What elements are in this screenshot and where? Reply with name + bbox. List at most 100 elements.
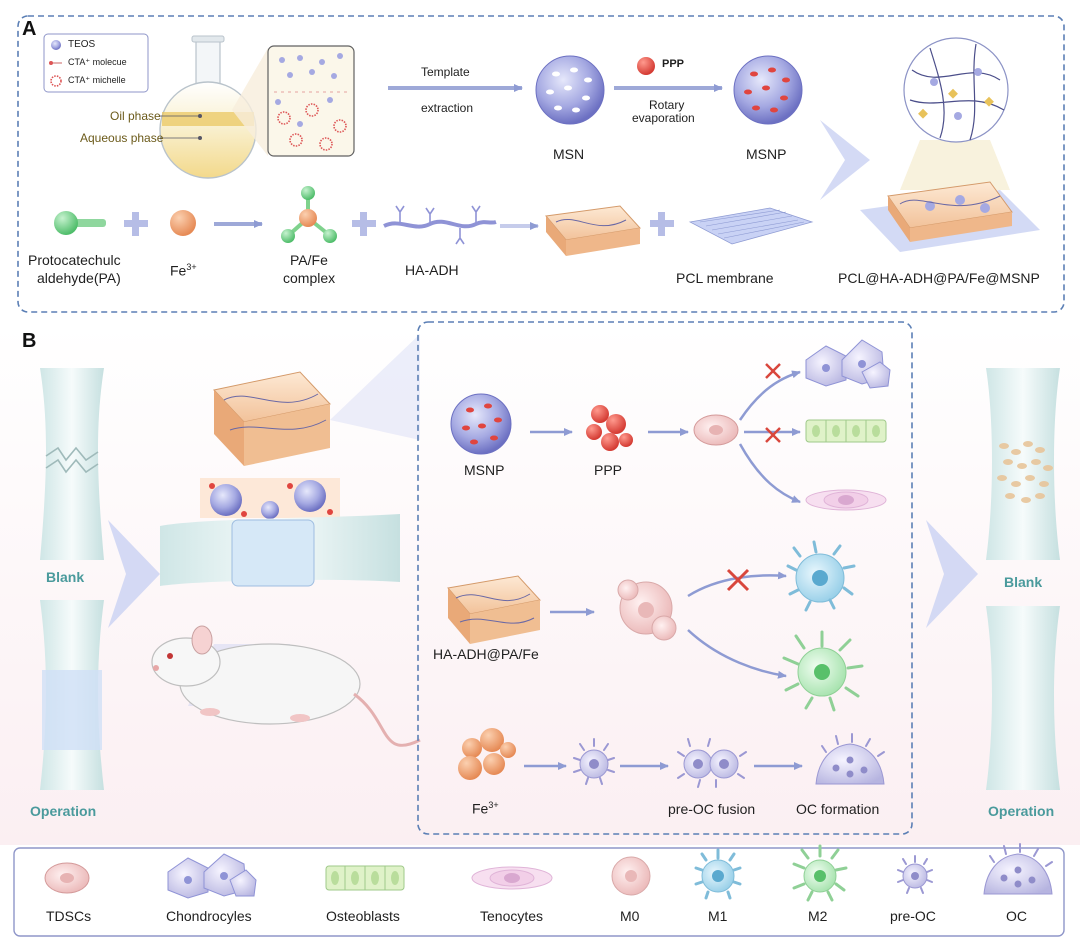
oil-phase-label: Oil phase: [110, 109, 161, 123]
panel-b-letter: B: [22, 330, 37, 352]
mech-fe-label: Fe3+: [472, 800, 499, 817]
key-teos-label: TEOS: [68, 39, 96, 50]
oc-formation-label: OC formation: [796, 801, 880, 817]
mech-chondrocytes: [805, 339, 891, 389]
left-tendon-blank: [40, 368, 104, 560]
teos-sphere-icon: [51, 40, 61, 50]
right-tendon-blank: [986, 368, 1060, 560]
tdsc-cell-icon: [44, 862, 90, 894]
aqueous-phase-label: Aqueous phase: [80, 131, 164, 145]
key-cta-michelle-label: CTA⁺ michelle: [68, 75, 126, 85]
preoc-fusion-label: pre-OC fusion: [668, 801, 756, 817]
mech-tenocytes: [805, 489, 887, 511]
pre-oc-cell-icon: [897, 855, 933, 894]
msnp-label: MSNP: [746, 146, 787, 162]
m1-cell-icon: [694, 848, 742, 900]
right-flow-chevron: [926, 520, 978, 628]
mech-tdsc-cell: [693, 414, 739, 446]
plus-sign: [124, 212, 148, 236]
mech-msnp-particle: [450, 393, 512, 455]
chondrocyte-cell-icon: [167, 853, 257, 899]
msn-label: MSN: [553, 146, 585, 162]
osteoblast-cell-icon: [325, 865, 405, 891]
cta-molecule-icon: [49, 61, 62, 65]
converge-arrow: [820, 120, 870, 200]
arrow-m0-m2: [687, 629, 787, 679]
left-blank-label: Blank: [46, 569, 85, 585]
pa-label-line1: Protocatechulc: [28, 252, 121, 268]
pafe-label-line2: complex: [283, 270, 336, 286]
network-zoom-sphere: [900, 37, 1010, 190]
right-operation-label: Operation: [988, 803, 1055, 819]
legend-m2-label: M2: [808, 908, 828, 924]
pafe-complex-icon: [281, 186, 337, 243]
extraction-label: extraction: [421, 101, 474, 115]
pafe-label-line1: PA/Fe: [290, 252, 328, 268]
rotary-label: Rotary: [649, 98, 685, 112]
round-bottom-flask: [159, 35, 257, 179]
right-blank-label: Blank: [1004, 574, 1043, 590]
pa-label-line2: aldehyde(PA): [37, 270, 121, 286]
key-cta-molecule-label: CTA⁺ molecue: [68, 57, 127, 67]
mech-m1-cell: [786, 540, 856, 612]
panel-a-key-box: [43, 33, 149, 93]
fe3-ion-icon: [170, 210, 196, 236]
emulsion-contents: [274, 53, 350, 151]
m2-cell-icon: [792, 844, 848, 902]
ha-adh-chain-icon: [383, 205, 497, 245]
final-composite-scaffold: [860, 181, 1040, 252]
zoom-fan: [330, 334, 420, 440]
pa-molecule-icon: [54, 211, 106, 235]
mech-pre-oc-cell: [573, 738, 615, 785]
flask-zoom-beam: [232, 48, 268, 156]
scaffold-wrap-illustration: [160, 371, 400, 587]
panel-b-background: [0, 325, 1080, 845]
inhibit-x-icon: [726, 568, 750, 592]
legend-osteoblasts-label: Osteoblasts: [326, 908, 400, 924]
oc-cell-icon: [983, 843, 1053, 895]
inhibit-x-icon: [765, 363, 781, 379]
legend-pre-oc-label: pre-OC: [890, 908, 936, 924]
arrow-tdsc-chondrocytes: [738, 370, 801, 421]
mech-ppp-label: PPP: [594, 462, 623, 478]
mech-ppp-cluster: [586, 405, 633, 451]
left-flow-chevron: [108, 520, 160, 628]
legend-box: [13, 847, 1065, 937]
final-scaffold-label: PCL@HA-ADH@PA/Fe@MSNP: [838, 270, 1040, 286]
mech-msnp-label: MSNP: [464, 462, 505, 478]
ppp-particle: [637, 57, 655, 75]
template-label: Template: [421, 65, 470, 79]
pcl-membrane-icon: [688, 207, 814, 245]
ppp-label: PPP: [662, 58, 685, 70]
legend-tenocytes-label: Tenocytes: [480, 908, 544, 924]
fe-label: Fe3+: [170, 262, 197, 279]
mech-hydrogel-label: HA-ADH@PA/Fe: [433, 646, 539, 662]
ha-adh-label: HA-ADH: [405, 262, 459, 278]
cta-michelle-icon: [50, 75, 62, 87]
tenocyte-cell-icon: [471, 866, 553, 890]
msn-particle: [535, 55, 605, 125]
hydrogel-block-icon: [545, 205, 641, 256]
legend-oc-label: OC: [1006, 908, 1027, 924]
m0-cell-icon: [611, 856, 651, 896]
left-tendon-operation: [40, 600, 104, 790]
mechanism-frame: [417, 321, 913, 835]
mech-hydrogel-block: [447, 575, 541, 644]
legend-chondrocytes-label: Chondrocyles: [166, 908, 252, 924]
mech-osteoblasts: [805, 419, 887, 443]
left-operation-label: Operation: [30, 803, 97, 819]
legend-m1-label: M1: [708, 908, 728, 924]
legend-tdscs-label: TDSCs: [46, 908, 92, 924]
arrow-tdsc-tenocytes: [738, 443, 801, 504]
inhibit-x-icon: [765, 427, 781, 443]
pcl-membrane-label: PCL membrane: [676, 270, 774, 286]
panel-a-letter: A: [22, 18, 37, 40]
evaporation-label: evaporation: [632, 111, 695, 125]
mech-pre-oc-fusion-cells: [677, 738, 747, 788]
rat-illustration: [151, 625, 421, 747]
mech-m0-cell: [617, 579, 677, 641]
right-tendon-operation: [986, 606, 1060, 790]
plus-sign: [352, 212, 376, 236]
panel-a-frame: [17, 15, 1065, 313]
mech-m2-cell: [782, 630, 864, 712]
